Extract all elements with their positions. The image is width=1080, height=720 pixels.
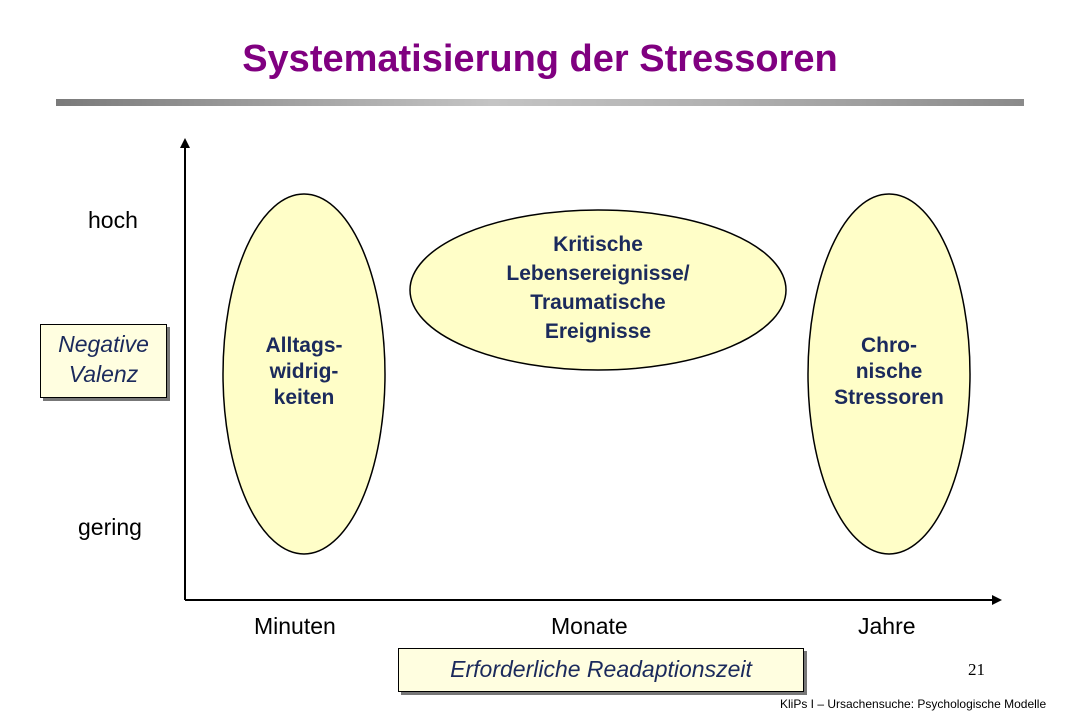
label-line: widrig- (269, 360, 339, 383)
x-tick-monate: Monate (551, 613, 628, 639)
ellipse-kritische-lebensereignisse (409, 209, 787, 371)
x-axis-title-box: Erforderliche Readaptionszeit (398, 648, 804, 692)
label-chronische-stressoren: Chro- nische Stressoren (800, 333, 978, 411)
x-tick-minuten: Minuten (254, 613, 336, 639)
label-line: Kritische (553, 233, 643, 256)
label-line: Alltags- (265, 334, 343, 357)
label-alltagswidrigkeiten: Alltags- widrig- keiten (224, 333, 384, 411)
title-divider (56, 99, 1024, 106)
ellipse-alltagswidrigkeiten (222, 193, 386, 555)
footer-text: KliPs I – Ursachensuche: Psychologische … (780, 697, 1047, 711)
label-line: Stressoren (834, 386, 944, 409)
y-axis-title-line-2: Valenz (68, 361, 139, 387)
label-line: Lebensereignisse/ (506, 262, 690, 285)
label-line: keiten (273, 386, 335, 409)
y-axis-low-label: gering (78, 514, 142, 540)
label-line: Chro- (861, 334, 917, 357)
label-line: Traumatische (530, 291, 666, 314)
x-tick-jahre: Jahre (858, 613, 916, 639)
label-line: nische (855, 360, 923, 383)
page-number: 21 (968, 660, 985, 679)
label-kritische-lebensereignisse: Kritische Lebensereignisse/ Traumatische… (438, 230, 758, 346)
label-line: Ereignisse (544, 320, 652, 343)
ellipse-chronische-stressoren (807, 193, 971, 555)
slide-title: Systematisierung der Stressoren (242, 38, 838, 80)
y-axis-title-line-1: Negative (58, 331, 149, 357)
y-axis-high-label: hoch (88, 207, 138, 233)
y-axis-title-box: Negative Valenz (40, 324, 167, 398)
